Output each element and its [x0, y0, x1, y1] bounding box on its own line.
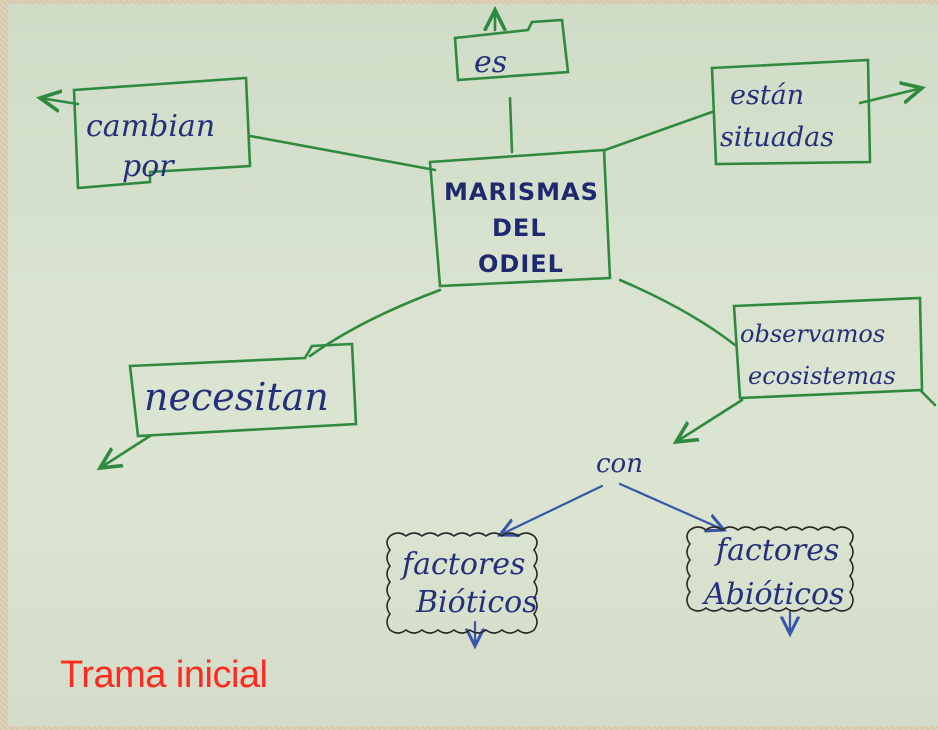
node-observamos-line2: ecosistemas: [748, 362, 896, 390]
node-cambian-line2: por: [122, 149, 175, 184]
arrow-cambian-left: [40, 98, 80, 104]
node-estan-line1: están: [730, 80, 804, 111]
node-observamos-line1: observamos: [740, 320, 885, 348]
arrow-con-abioticos: [618, 482, 724, 530]
link-center-estan: [603, 110, 714, 152]
blue-arrows: [475, 482, 790, 646]
node-estan-line2: situadas: [720, 122, 834, 153]
box-cambian: [72, 76, 252, 190]
box-necesitan: [128, 342, 358, 438]
center-line3: ODIEL: [478, 250, 564, 278]
node-bioticos-line2: Bióticos: [415, 585, 538, 620]
center-line2: DEL: [492, 214, 547, 242]
arrow-observamos-con: [676, 398, 744, 442]
node-abioticos-line1: factores: [714, 533, 839, 568]
connector-lines: [40, 10, 937, 468]
node-bioticos-line1: factores: [400, 547, 525, 582]
arrow-con-bioticos: [500, 484, 604, 535]
box-es: [453, 18, 570, 82]
node-necesitan: necesitan: [144, 375, 329, 419]
node-abioticos-line2: Abióticos: [701, 577, 844, 612]
link-center-cambian: [248, 134, 437, 172]
node-cambian-line1: cambian: [86, 109, 215, 144]
link-center-es: [508, 96, 514, 154]
node-boxes: [72, 18, 924, 438]
arrow-necesitan-down: [100, 434, 152, 468]
caption: Trama inicial: [60, 654, 268, 696]
node-es: es: [474, 45, 507, 80]
box-estan: [710, 58, 872, 166]
cloud-boxes: [386, 526, 854, 634]
center-line1: MARISMAS: [444, 178, 599, 206]
link-center-observamos: [618, 278, 737, 347]
cloud-bioticos: [386, 532, 538, 634]
node-con: con: [596, 449, 643, 479]
arrow-observamos-right: [918, 388, 937, 407]
arrow-estan-right: [858, 88, 922, 103]
link-center-necesitan: [308, 288, 442, 358]
box-center: [428, 148, 612, 288]
box-observamos: [732, 296, 924, 400]
cloud-abioticos: [686, 526, 854, 612]
